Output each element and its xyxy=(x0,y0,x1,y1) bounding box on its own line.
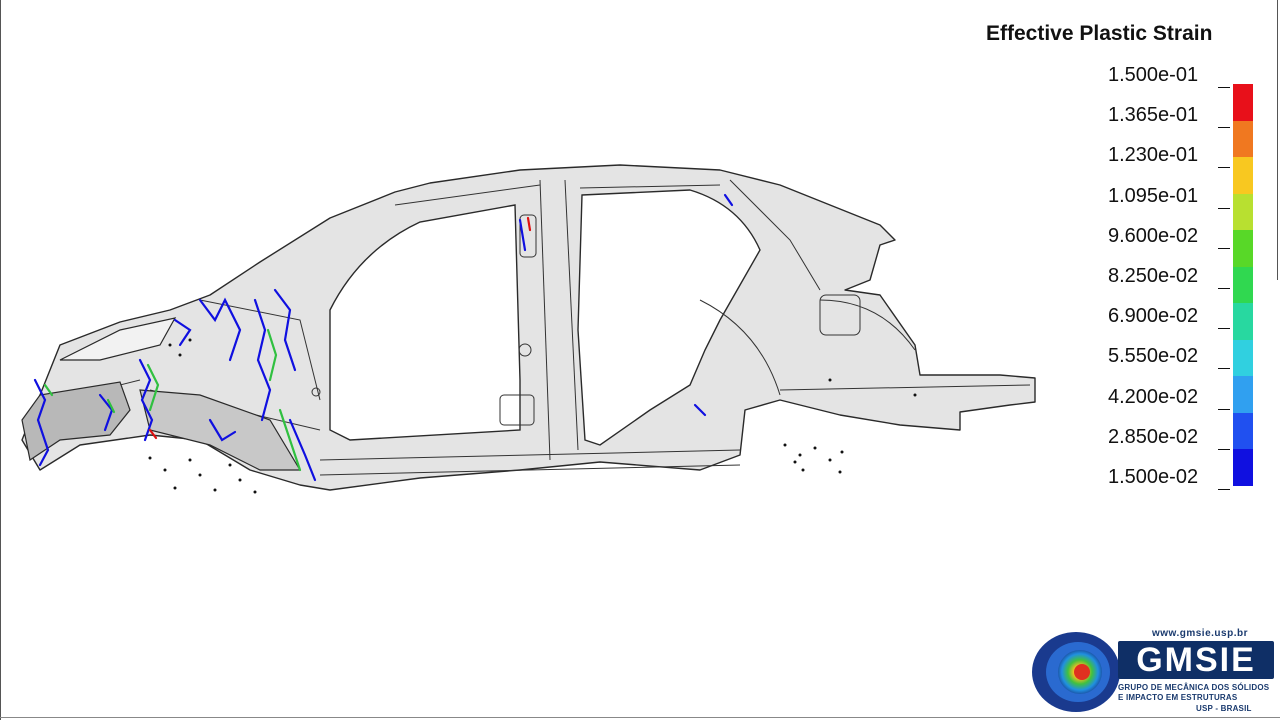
legend-color-segment xyxy=(1233,230,1253,268)
legend-tick xyxy=(1218,489,1230,490)
gmsie-logo xyxy=(1028,624,1276,716)
logo-name: GMSIE xyxy=(1118,641,1274,679)
car-body-structure xyxy=(21,164,1036,491)
legend-title: Effective Plastic Strain xyxy=(986,22,1213,45)
front-crush-zone xyxy=(21,317,302,471)
legend-label: 1.365e-01 xyxy=(1108,104,1199,127)
legend-label: 1.500e-02 xyxy=(1108,466,1199,488)
legend-color-segment xyxy=(1233,412,1253,450)
front-rail xyxy=(139,389,302,471)
legend-tick xyxy=(1218,207,1230,209)
legend-tick xyxy=(1218,288,1230,289)
frame-left-border xyxy=(0,0,1,720)
logo-subtitle-3: USP - BRASIL xyxy=(1196,704,1252,713)
legend-color-segment xyxy=(1233,84,1253,122)
front-door-opening xyxy=(329,204,521,441)
legend-tick xyxy=(1218,368,1230,370)
legend-label: 2.850e-02 xyxy=(1108,425,1199,448)
legend-color-segment xyxy=(1233,449,1253,487)
legend-color-segment xyxy=(1233,157,1253,195)
legend-label: 8.250e-02 xyxy=(1108,265,1199,287)
logo-url: www.gmsie.usp.br xyxy=(1152,628,1248,639)
legend-label: 1.500e-01 xyxy=(1108,64,1199,86)
debris-particles xyxy=(148,338,917,494)
legend-label: 5.550e-02 xyxy=(1108,345,1199,368)
legend-color-segment xyxy=(1233,376,1253,414)
window-openings xyxy=(329,189,761,446)
legend-tick xyxy=(1218,448,1230,450)
body-side-outer xyxy=(21,164,1036,491)
legend-label: 6.900e-02 xyxy=(1108,305,1199,328)
strain-contours xyxy=(33,193,734,482)
legend-tick xyxy=(1218,247,1230,249)
logo-subtitle-1: GRUPO DE MECÂNICA DOS SÓLIDOS xyxy=(1118,683,1270,692)
legend-label: 1.230e-01 xyxy=(1108,144,1199,167)
legend-tick xyxy=(1218,328,1230,330)
legend-color-segment xyxy=(1233,120,1253,158)
bumper-beam xyxy=(21,381,131,461)
legend-color-segment xyxy=(1233,303,1253,341)
legend-color-bar xyxy=(1233,84,1253,487)
legend-tick xyxy=(1218,127,1230,129)
legend-color-segment xyxy=(1233,266,1253,304)
frame-bottom-border xyxy=(0,717,1280,718)
legend-tick xyxy=(1218,167,1230,169)
legend-color-segment xyxy=(1233,193,1253,231)
rear-door-opening xyxy=(577,189,761,446)
logo-subtitle-2: E IMPACTO EM ESTRUTURAS xyxy=(1118,693,1238,702)
legend-color-segment xyxy=(1233,339,1253,377)
gmsie-logo-emblem xyxy=(1032,632,1120,712)
legend-label: 1.095e-01 xyxy=(1108,184,1199,207)
legend-label: 4.200e-02 xyxy=(1108,385,1199,408)
legend-tick xyxy=(1218,408,1230,410)
legend-tick xyxy=(1218,87,1230,88)
hood-fragment xyxy=(59,317,177,361)
legend-label: 9.600e-02 xyxy=(1108,224,1199,247)
frame-right-border xyxy=(1277,0,1278,280)
